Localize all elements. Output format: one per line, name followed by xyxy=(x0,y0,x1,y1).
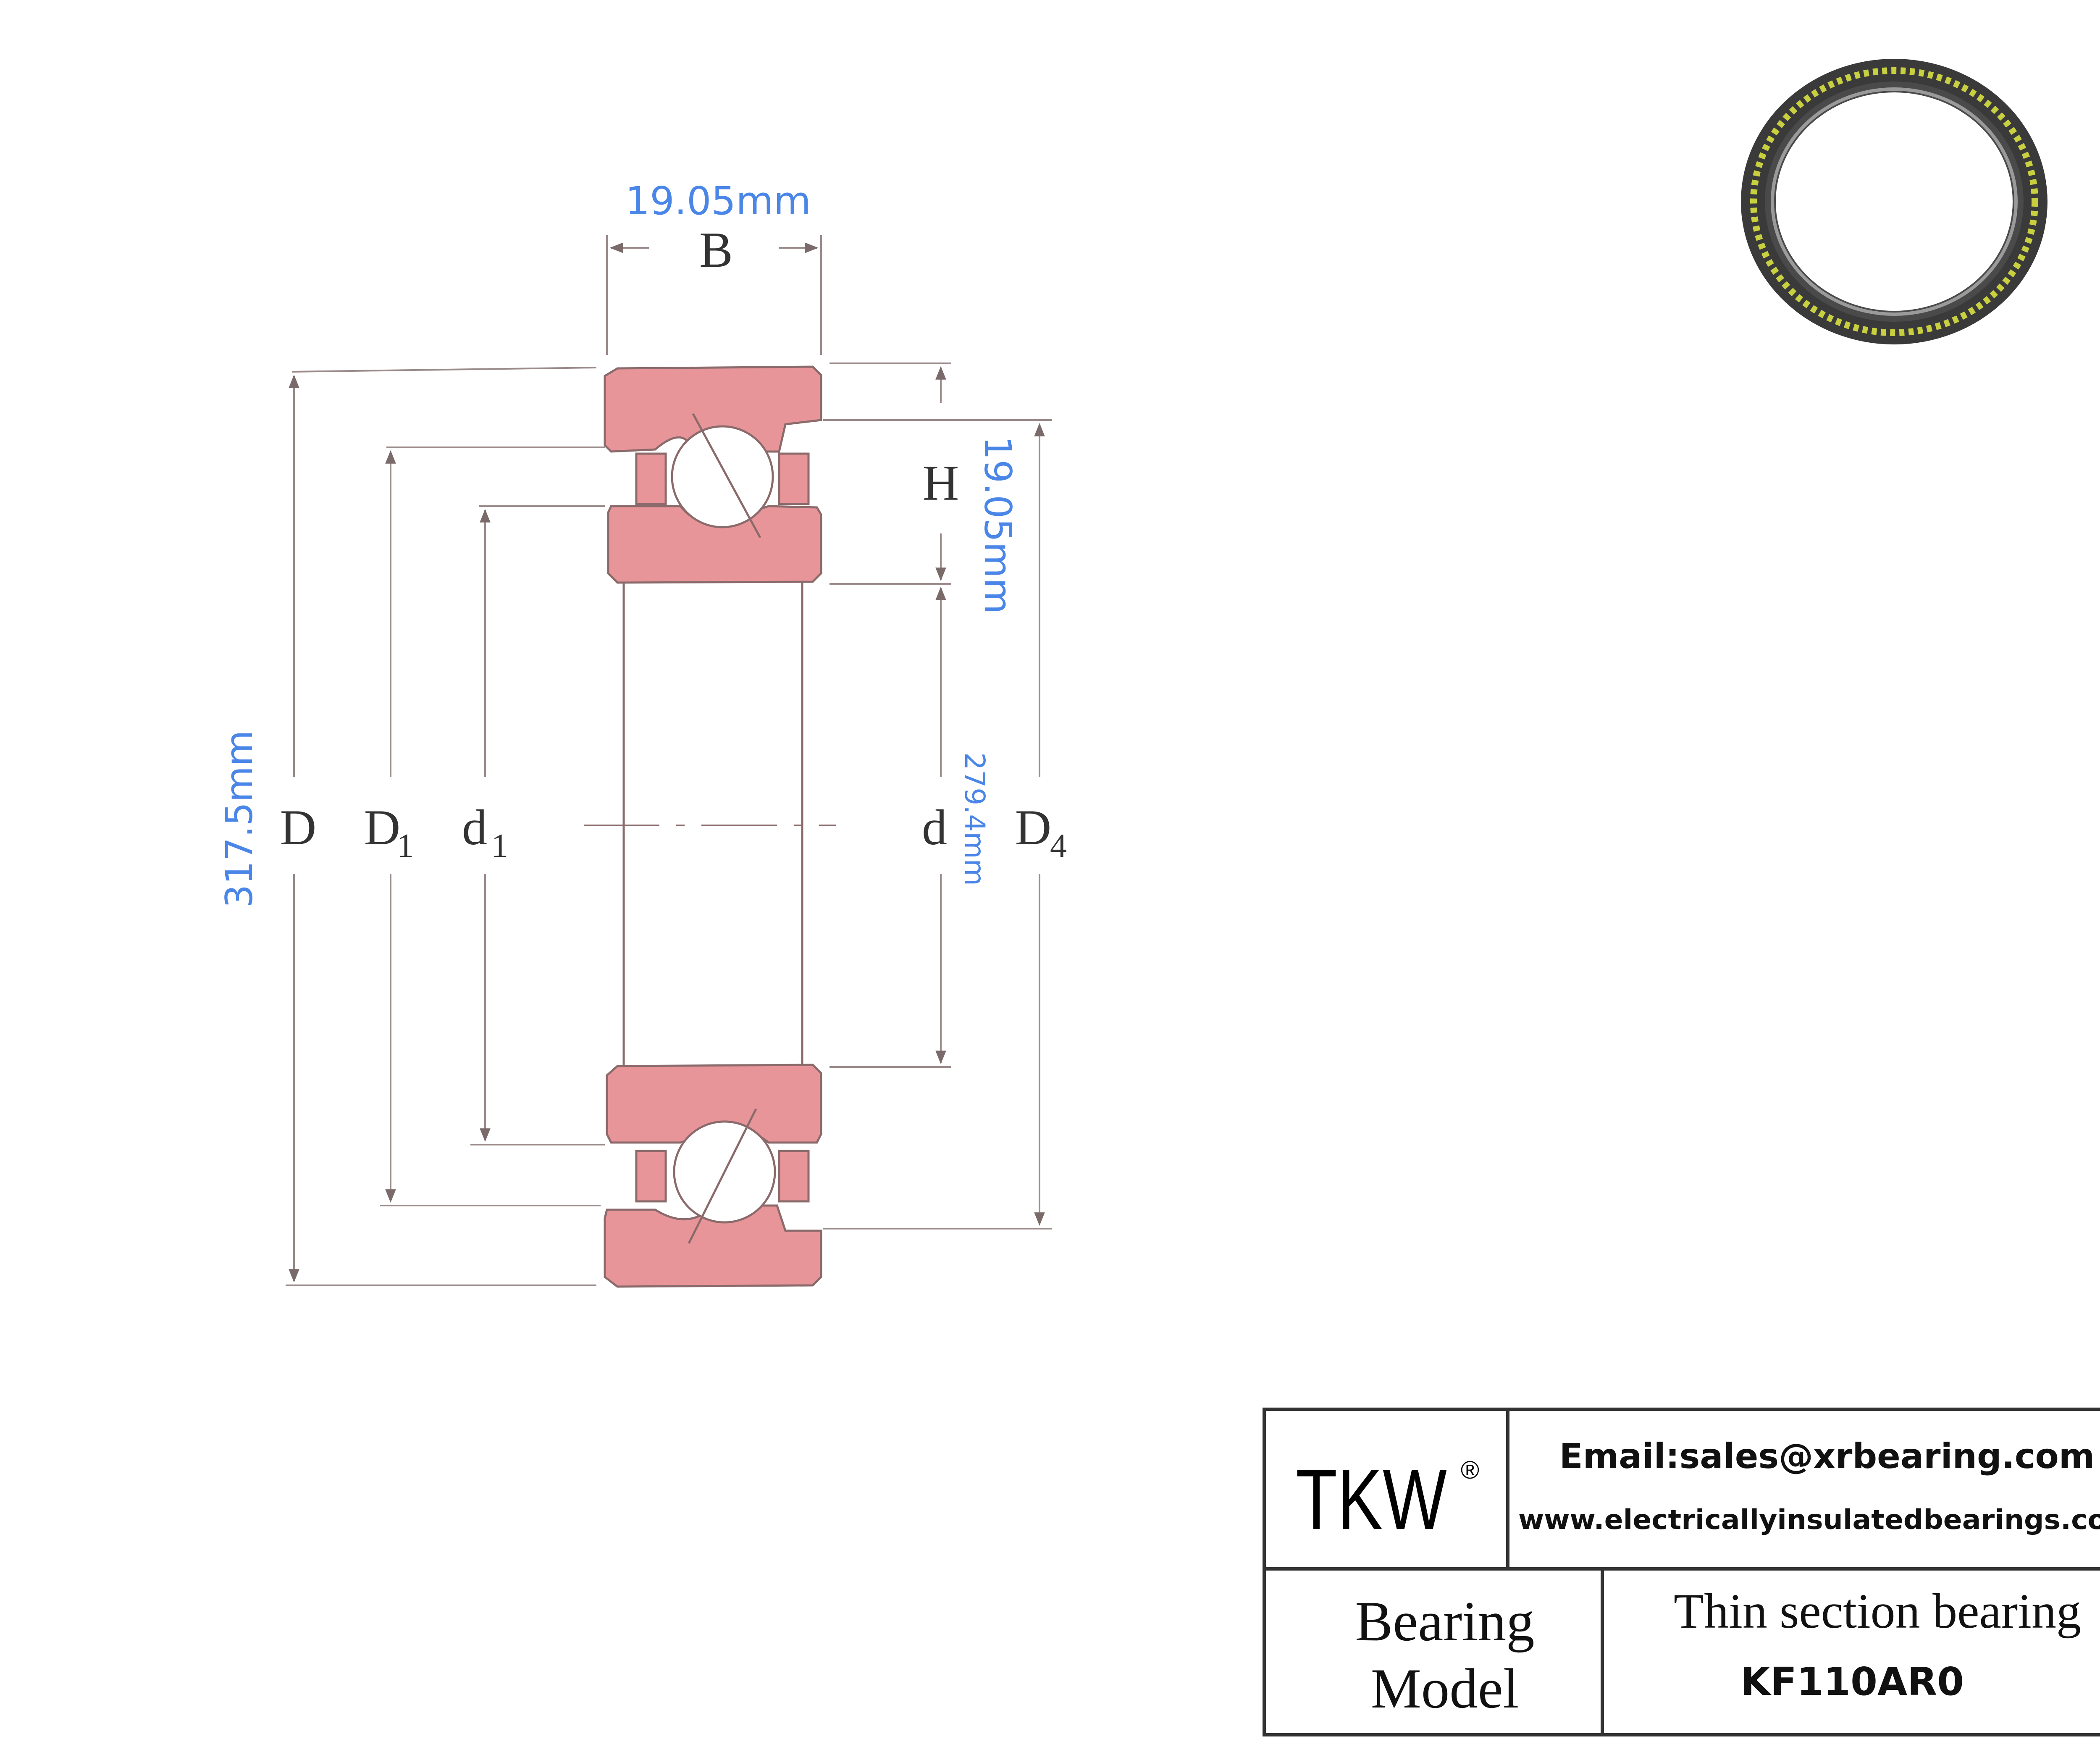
model-code: KF110AR0 xyxy=(1740,1659,1964,1704)
cage-top-right xyxy=(778,452,810,505)
cage-bottom-left xyxy=(635,1150,667,1203)
symbol-labels: B H D D 1 d 1 d D 4 xyxy=(280,222,1067,864)
dim-height-h: 19.05mm xyxy=(976,436,1019,614)
outer-ring-top xyxy=(604,365,822,453)
symbol-d1-inner: d xyxy=(462,799,487,855)
thumb-inner-highlight xyxy=(1771,87,2018,316)
contact-angle-line-top xyxy=(692,413,761,539)
symbol-d4-sub: 4 xyxy=(1050,827,1067,864)
symbol-outer-d: D xyxy=(280,799,317,855)
dim-bore-d: 279.4mm xyxy=(958,752,991,886)
dimension-lines xyxy=(286,235,1052,1286)
bearing-label-line2: Model xyxy=(1371,1658,1519,1720)
bearing-photo-thumbnail xyxy=(1741,59,2048,344)
thumb-bore xyxy=(1776,92,2013,311)
dim-outer-d: 317.5mm xyxy=(218,730,261,908)
contact-angle-line-bottom xyxy=(688,1108,757,1244)
dim-width-b: 19.05mm xyxy=(625,179,811,223)
symbol-d1-outer-sub: 1 xyxy=(397,827,414,864)
bearing-label-line1: Bearing xyxy=(1355,1590,1534,1653)
thumb-ball-track xyxy=(1750,67,2038,336)
brand-logo: TKW xyxy=(1296,1451,1447,1547)
ball-top xyxy=(671,425,774,528)
symbol-d4: D xyxy=(1015,799,1052,855)
cage-bottom-right xyxy=(778,1150,810,1203)
title-block-frame xyxy=(1263,1408,2100,1736)
title-block: TKW ® Email:sales@xrbearing.com www.elec… xyxy=(1263,1408,2100,1736)
symbol-d1-outer: D xyxy=(364,799,401,855)
contact-email: Email:sales@xrbearing.com xyxy=(1559,1437,2095,1476)
symbol-b: B xyxy=(699,222,733,278)
contact-website: www.electricallyinsulatedbearings.com xyxy=(1518,1505,2100,1536)
symbol-bore-d: d xyxy=(922,799,947,855)
d-outer-extension-top xyxy=(291,367,597,373)
bearing-type: Thin section bearing xyxy=(1674,1584,2081,1639)
registered-mark: ® xyxy=(1461,1456,1479,1484)
bearing-cross-section xyxy=(604,365,822,1288)
dimension-values: 19.05mm 19.05mm 317.5mm 279.4mm xyxy=(218,179,1019,908)
symbol-d1-inner-sub: 1 xyxy=(491,827,508,864)
cage-top-left xyxy=(635,452,667,505)
symbol-h: H xyxy=(923,455,959,511)
